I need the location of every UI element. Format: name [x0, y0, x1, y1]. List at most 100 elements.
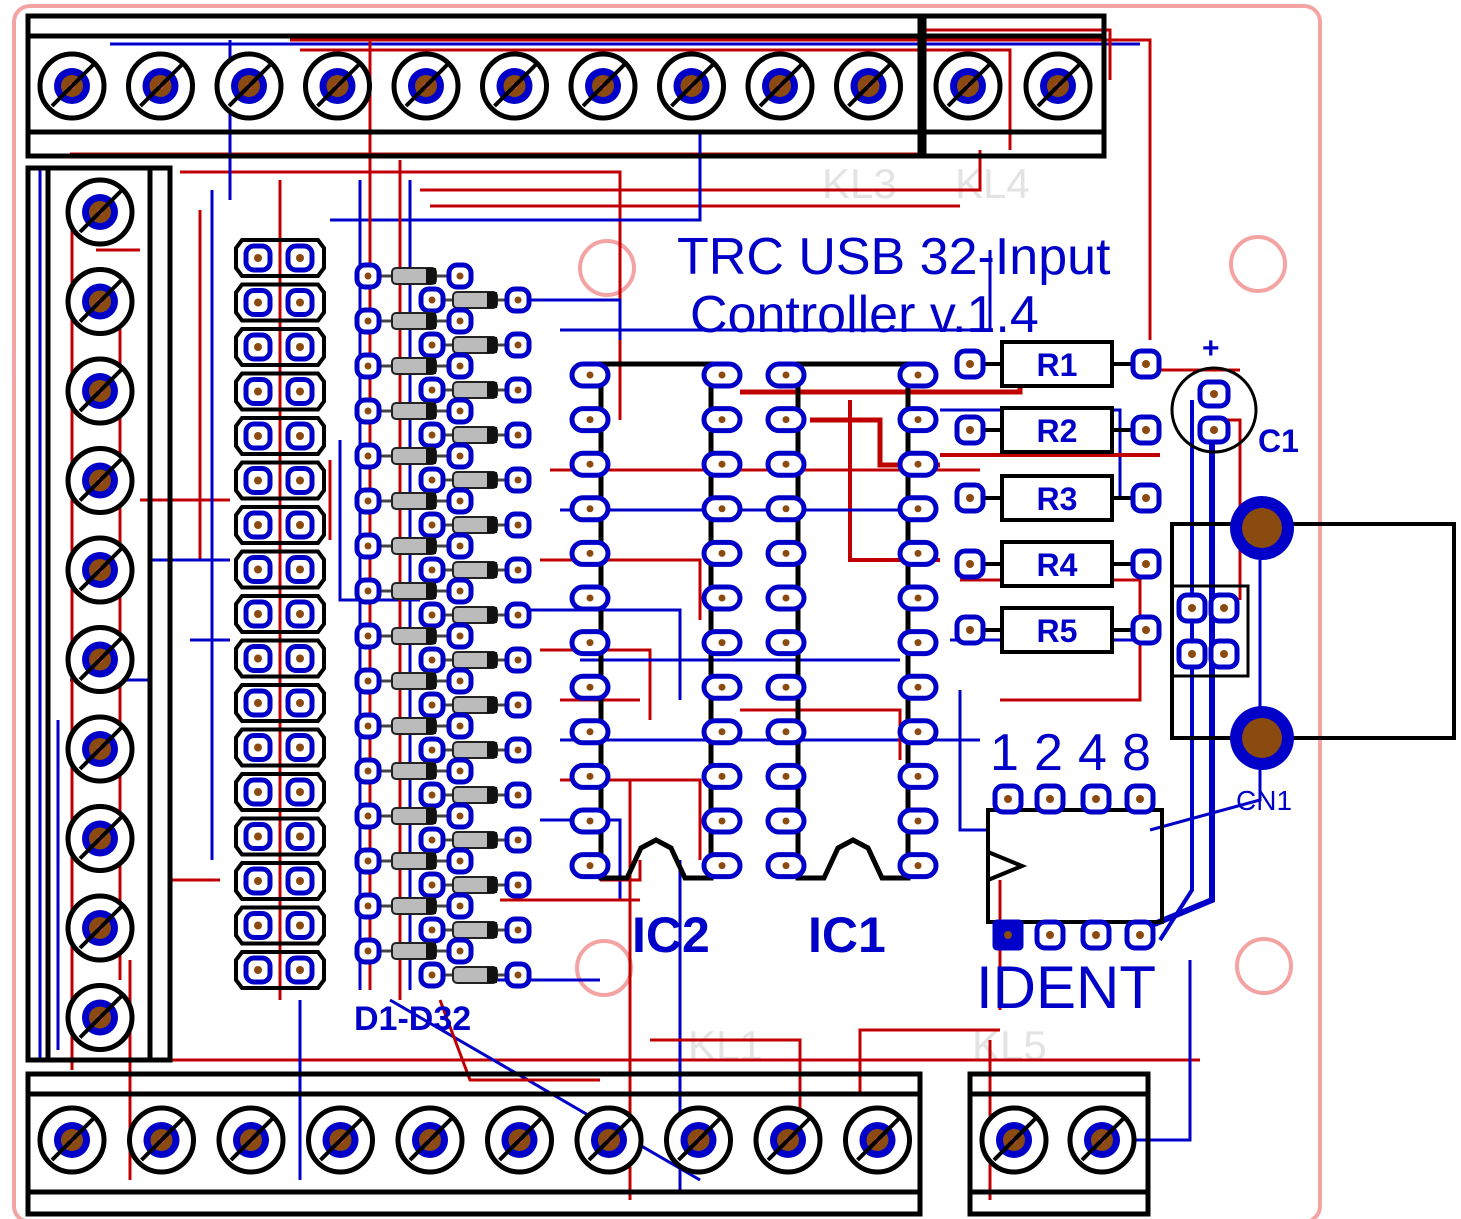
- diode: [418, 421, 532, 449]
- screw-terminal: [65, 446, 135, 515]
- header-row: [234, 371, 326, 412]
- diode: [354, 397, 474, 425]
- diode: [418, 691, 532, 719]
- screw-terminal: [753, 1105, 823, 1175]
- terminal-block-kl3: [25, 13, 923, 159]
- diode: [418, 286, 532, 314]
- ic2-label: IC2: [632, 907, 710, 963]
- copper-trace: [1110, 960, 1192, 1142]
- screw-terminal: [65, 714, 135, 784]
- screw-terminal: [657, 51, 726, 121]
- diode: [418, 466, 532, 494]
- resistor-label: R5: [1037, 613, 1078, 649]
- svg-text:KL3: KL3: [822, 160, 897, 207]
- diode: [354, 262, 474, 290]
- diode: [354, 757, 474, 785]
- silkscreen-text: TRC USB 32-Input Controller v.1.4 IC2 IC…: [354, 228, 1299, 1038]
- ident-bit-1: 1: [990, 724, 1019, 782]
- diode: [418, 961, 532, 989]
- c1-label: C1: [1258, 423, 1299, 459]
- copper-trace: [389, 998, 701, 1182]
- copper-trace: [958, 690, 990, 832]
- diode: [354, 667, 474, 695]
- header-row: [234, 282, 326, 323]
- screw-terminal: [843, 1105, 912, 1175]
- copper-trace: [540, 818, 622, 900]
- diode: [418, 601, 532, 629]
- screw-terminal: [127, 1105, 196, 1175]
- ident-bit-2: 2: [1034, 724, 1063, 782]
- screw-terminal: [65, 983, 135, 1052]
- screw-terminal: [37, 51, 107, 121]
- screw-terminal: [574, 1105, 644, 1175]
- ic-socket: [765, 361, 939, 881]
- ident-label: IDENT: [976, 954, 1156, 1021]
- screw-terminal: [303, 51, 372, 121]
- terminal-screws: [37, 51, 1137, 1175]
- ic1-label: IC1: [808, 907, 886, 963]
- copper-trace: [330, 130, 702, 222]
- header-row: [234, 238, 326, 278]
- screw-terminal: [834, 51, 903, 121]
- diode-array: [354, 262, 532, 989]
- screw-terminal: [65, 625, 135, 694]
- diode: [354, 352, 474, 380]
- diode: [354, 622, 474, 650]
- header-row: [234, 861, 326, 901]
- screw-terminal: [979, 1105, 1049, 1175]
- header-row: [234, 772, 326, 812]
- screw-terminal: [37, 1105, 107, 1175]
- terminal-block-kl1: [25, 1071, 923, 1217]
- screw-terminal: [65, 804, 135, 873]
- diode: [354, 847, 474, 875]
- pin-header: [234, 238, 326, 990]
- screw-terminal: [216, 1105, 286, 1175]
- capacitor-c1: [1170, 366, 1258, 454]
- diode: [418, 916, 532, 944]
- copper-trace: [1158, 400, 1194, 942]
- header-row: [234, 727, 326, 768]
- resistor-label: R4: [1037, 547, 1078, 583]
- diode: [418, 826, 532, 854]
- svg-text:KL1: KL1: [688, 1022, 763, 1069]
- board-title-line1: TRC USB 32-Input: [677, 228, 1111, 286]
- terminal-block-kl5: [967, 1071, 1151, 1217]
- screw-terminal: [65, 356, 135, 426]
- resistor-label: R2: [1037, 413, 1078, 449]
- copper-trace: [148, 500, 230, 562]
- screw-terminal: [568, 51, 638, 121]
- resistor: R3: [954, 474, 1162, 522]
- diode: [354, 712, 474, 740]
- ic-socket: [569, 361, 743, 881]
- c1-plus-label: +: [1202, 332, 1220, 365]
- screw-terminal: [65, 893, 135, 963]
- copper-trace: [338, 440, 420, 602]
- resistor: R4: [954, 540, 1162, 588]
- header-row: [234, 950, 326, 990]
- header-row: [234, 905, 326, 946]
- terminal-block-kl4: [921, 13, 1107, 159]
- copper-trace: [420, 150, 982, 192]
- screw-terminal: [214, 51, 284, 121]
- copper-trace: [920, 28, 1112, 80]
- resistor-label: R3: [1037, 481, 1078, 517]
- ic-sockets: [569, 361, 939, 881]
- screw-terminal: [1067, 1105, 1137, 1175]
- resistor: R5: [954, 606, 1162, 654]
- screw-terminal: [745, 51, 815, 121]
- diode: [418, 646, 532, 674]
- header-row: [234, 416, 326, 456]
- diode: [418, 511, 532, 539]
- header-row: [234, 638, 326, 679]
- screw-terminal: [126, 51, 195, 121]
- resistor: R2: [954, 406, 1162, 454]
- ident-bit-8: 8: [1122, 724, 1151, 782]
- diode: [354, 802, 474, 830]
- copper-trace: [520, 608, 682, 700]
- header-row: [234, 683, 326, 723]
- resistor-label: R1: [1037, 347, 1078, 383]
- screw-terminal: [933, 51, 1003, 121]
- terminal-block-left: [25, 165, 173, 1063]
- ident-bit-4: 4: [1078, 724, 1107, 782]
